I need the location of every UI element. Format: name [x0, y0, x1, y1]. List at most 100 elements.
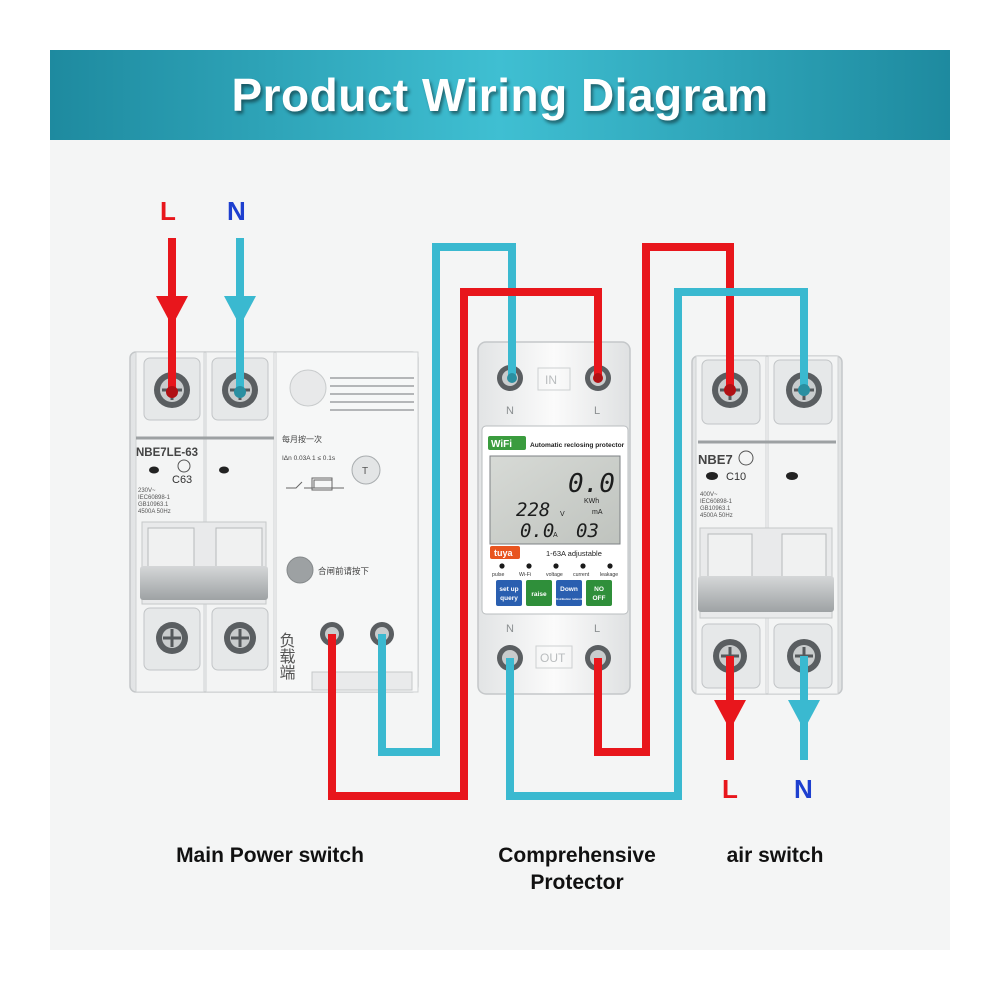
input-live-arrow-icon	[156, 296, 188, 326]
caption-air-text: air switch	[726, 844, 824, 867]
rcd-leakage-text: IΔn 0.03A 1 ≤ 0.1s	[282, 455, 336, 462]
rcd-reset-text: 合闸前请按下	[318, 566, 370, 577]
spec-line: 230V~	[138, 488, 156, 494]
vent-slots	[330, 377, 414, 411]
indicator-label: pulse	[492, 572, 505, 578]
protector-button[interactable]: set up query	[496, 580, 522, 606]
protector-button-face[interactable]	[526, 580, 552, 606]
indicator-dot	[706, 472, 718, 480]
reset-button[interactable]	[286, 556, 314, 584]
output-neutral-label: N	[794, 774, 813, 804]
wire-terminal-dots	[166, 373, 810, 398]
output-live-arrow-icon	[714, 700, 746, 730]
neutral-wire-main-to-protector	[378, 243, 516, 756]
tuya-logo-box	[490, 546, 520, 559]
lcd-current-unit: A	[553, 532, 558, 539]
lcd-energy: 0.0	[568, 469, 615, 499]
rcd-module	[275, 351, 419, 693]
indicator-label: current	[573, 572, 590, 578]
wifi-badge-box	[488, 436, 526, 450]
range-text: 1-63A adjustable	[546, 549, 602, 558]
air-lever-bar	[698, 576, 834, 612]
rcd-monthly-text: 每月按一次	[282, 434, 322, 444]
indicator-led	[580, 563, 586, 569]
terminal-screw-icon	[156, 622, 188, 654]
protector-button-label: raise	[531, 591, 547, 598]
lcd-leak: 03	[576, 520, 599, 542]
circuit-symbol-icon	[286, 477, 344, 491]
protector-button-face[interactable]	[496, 580, 522, 606]
cert-mark-icon	[177, 459, 191, 473]
main-lever-bar	[140, 566, 268, 600]
spec-line: GB10963.1	[700, 506, 731, 512]
input-terminal-n: N	[506, 405, 514, 417]
protector-button-face[interactable]	[556, 580, 582, 606]
input-neutral-arrow-icon	[224, 296, 256, 326]
output-neutral-arrow-icon	[788, 700, 820, 730]
spec-line: 400V~	[700, 492, 718, 498]
terminal-screw-icon	[224, 622, 256, 654]
spec-line: IEC60898-1	[138, 495, 171, 501]
out-label-box	[535, 645, 573, 669]
caption-protector-line2: Protector	[530, 871, 624, 894]
lcd-voltage-unit: V	[560, 511, 565, 518]
protector-button-sublabel: query	[500, 595, 518, 602]
output-terminal-l: L	[594, 623, 600, 635]
rcd-window	[289, 369, 327, 407]
neutral-wire-protector-to-air	[506, 288, 808, 800]
banner-title: Product Wiring Diagram	[231, 69, 769, 121]
test-button[interactable]	[351, 455, 381, 485]
air-lever-2	[781, 533, 827, 579]
lcd-leak-unit: mA	[592, 509, 603, 516]
caption-protector-line1: Comprehensive	[498, 844, 656, 867]
protector-button-label: set up	[499, 586, 518, 593]
comprehensive-protector: IN N L WiFi Automatic reclosing protecto…	[477, 341, 631, 695]
protector-button-face[interactable]	[586, 580, 612, 606]
protector-button[interactable]: NO OFF	[586, 580, 612, 606]
in-label-box	[537, 367, 571, 391]
protector-button-sublabel: Distribution network	[555, 597, 583, 601]
indicator-led	[499, 563, 505, 569]
lcd-screen	[489, 455, 621, 545]
load-end-text: 负载端	[277, 632, 296, 680]
indicator-dot	[786, 472, 798, 480]
air-lever-1	[707, 533, 753, 579]
indicator-label: Wi-Fi	[519, 572, 531, 578]
live-wire-protector-to-air	[594, 243, 734, 756]
input-neutral-label: N	[227, 196, 246, 226]
in-label: IN	[545, 373, 557, 387]
test-button-label: T	[362, 466, 368, 477]
caption-comprehensive-protector: Comprehensive Protector	[460, 842, 694, 896]
spec-line: IEC60898-1	[700, 499, 733, 505]
main-switch-rating: C63	[172, 474, 192, 486]
out-label: OUT	[540, 651, 566, 665]
main-switch-model: NBE7LE-63	[136, 447, 198, 459]
lcd-energy-unit: KWh	[584, 498, 599, 505]
input-terminal-l: L	[594, 405, 600, 417]
indicator-label: leakage	[600, 572, 618, 578]
indicator-led	[607, 563, 613, 569]
cert-mark-icon	[738, 450, 754, 466]
banner: Product Wiring Diagram	[50, 50, 950, 140]
indicator-dot	[149, 466, 159, 474]
air-switch-rating: C10	[726, 471, 746, 483]
main-lever-2	[215, 527, 263, 571]
protector-button-label: NO	[594, 586, 604, 593]
caption-main-power-switch: Main Power switch	[150, 842, 390, 869]
main-lever-1	[147, 527, 195, 571]
protector-button-sublabel: OFF	[593, 595, 606, 602]
din-clip	[311, 671, 413, 691]
spec-line: 4500A 50Hz	[138, 509, 171, 515]
protector-button[interactable]: raise	[526, 580, 552, 606]
spec-line: 4500A 50Hz	[700, 513, 733, 519]
protector-header: Automatic reclosing protector	[530, 442, 625, 449]
output-live-label: L	[722, 774, 738, 804]
